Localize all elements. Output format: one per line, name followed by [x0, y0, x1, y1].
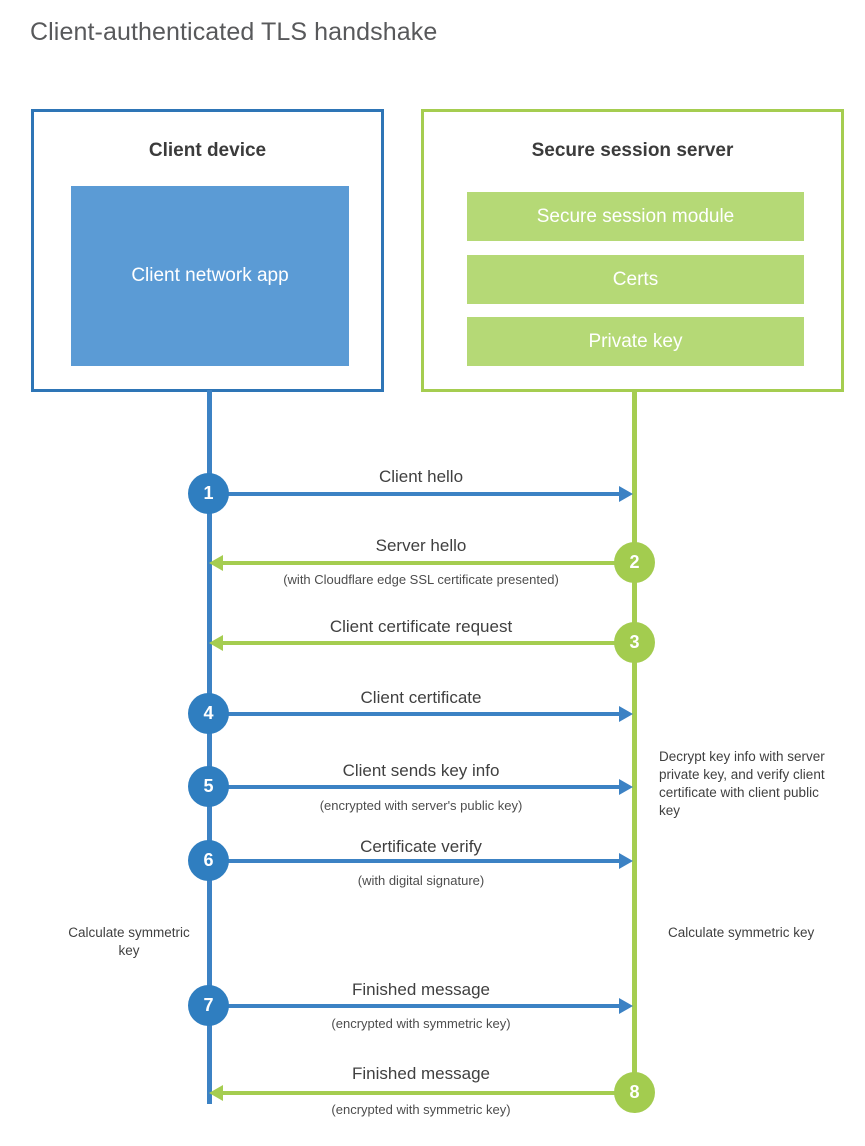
- step-6-label: Certificate verify: [360, 837, 482, 856]
- step-8-arrowhead-left-icon: [209, 1085, 223, 1101]
- step-5-label: Client sends key info: [342, 761, 500, 780]
- step-2-circle[interactable]: 2: [614, 542, 655, 583]
- step-2-arrow-line: [222, 561, 634, 565]
- client-device-box: Client device Client network app: [31, 109, 384, 392]
- step-1-circle[interactable]: 1: [188, 473, 229, 514]
- secure-session-server-box: Secure session server Secure session mod…: [421, 109, 844, 392]
- client-network-app-block: Client network app: [71, 186, 349, 366]
- step-3-label: Client certificate request: [329, 617, 513, 636]
- step-8-arrow-line: [222, 1091, 634, 1095]
- page-title: Client-authenticated TLS handshake: [30, 18, 438, 46]
- step-8-circle[interactable]: 8: [614, 1072, 655, 1113]
- step-7-circle[interactable]: 7: [188, 985, 229, 1026]
- server-component-private-key: Private key: [467, 317, 804, 366]
- server-calculate-symmetric-key-annotation: Calculate symmetric key: [668, 925, 815, 940]
- server-decrypt-annotation: Decrypt key info with server private key…: [659, 749, 825, 818]
- step-8-label: Finished message: [352, 1064, 490, 1083]
- step-1-arrow-line: [209, 492, 621, 496]
- step-8-sublabel: (encrypted with symmetric key): [331, 1102, 511, 1117]
- step-7-sublabel: (encrypted with symmetric key): [331, 1016, 511, 1031]
- step-6-arrowhead-right-icon: [619, 853, 633, 869]
- server-lifeline: [632, 390, 637, 1093]
- step-5-sublabel: (encrypted with server's public key): [319, 798, 523, 813]
- step-1-label: Client hello: [378, 467, 464, 486]
- client-lifeline: [207, 390, 212, 1104]
- step-7-arrow-line: [209, 1004, 621, 1008]
- step-6-sublabel: (with digital signature): [357, 873, 485, 888]
- step-4-arrow-line: [209, 712, 621, 716]
- step-4-circle[interactable]: 4: [188, 693, 229, 734]
- step-4-label: Client certificate: [360, 688, 482, 707]
- step-2-label: Server hello: [375, 536, 467, 555]
- step-4-arrowhead-right-icon: [619, 706, 633, 722]
- step-3-arrow-line: [222, 641, 634, 645]
- step-7-label: Finished message: [352, 980, 490, 999]
- step-2-arrowhead-left-icon: [209, 555, 223, 571]
- step-1-arrowhead-right-icon: [619, 486, 633, 502]
- server-component-certs: Certs: [467, 255, 804, 304]
- server-component-secure-session-module: Secure session module: [467, 192, 804, 241]
- step-5-arrowhead-right-icon: [619, 779, 633, 795]
- client-device-title: Client device: [148, 140, 267, 161]
- step-3-circle[interactable]: 3: [614, 622, 655, 663]
- client-calculate-symmetric-key-annotation: Calculate symmetric key: [68, 925, 190, 958]
- step-6-circle[interactable]: 6: [188, 840, 229, 881]
- step-3-arrowhead-left-icon: [209, 635, 223, 651]
- step-2-sublabel: (with Cloudflare edge SSL certificate pr…: [283, 572, 559, 587]
- step-6-arrow-line: [209, 859, 621, 863]
- step-5-circle[interactable]: 5: [188, 766, 229, 807]
- secure-session-server-title: Secure session server: [531, 140, 734, 161]
- step-5-arrow-line: [209, 785, 621, 789]
- step-7-arrowhead-right-icon: [619, 998, 633, 1014]
